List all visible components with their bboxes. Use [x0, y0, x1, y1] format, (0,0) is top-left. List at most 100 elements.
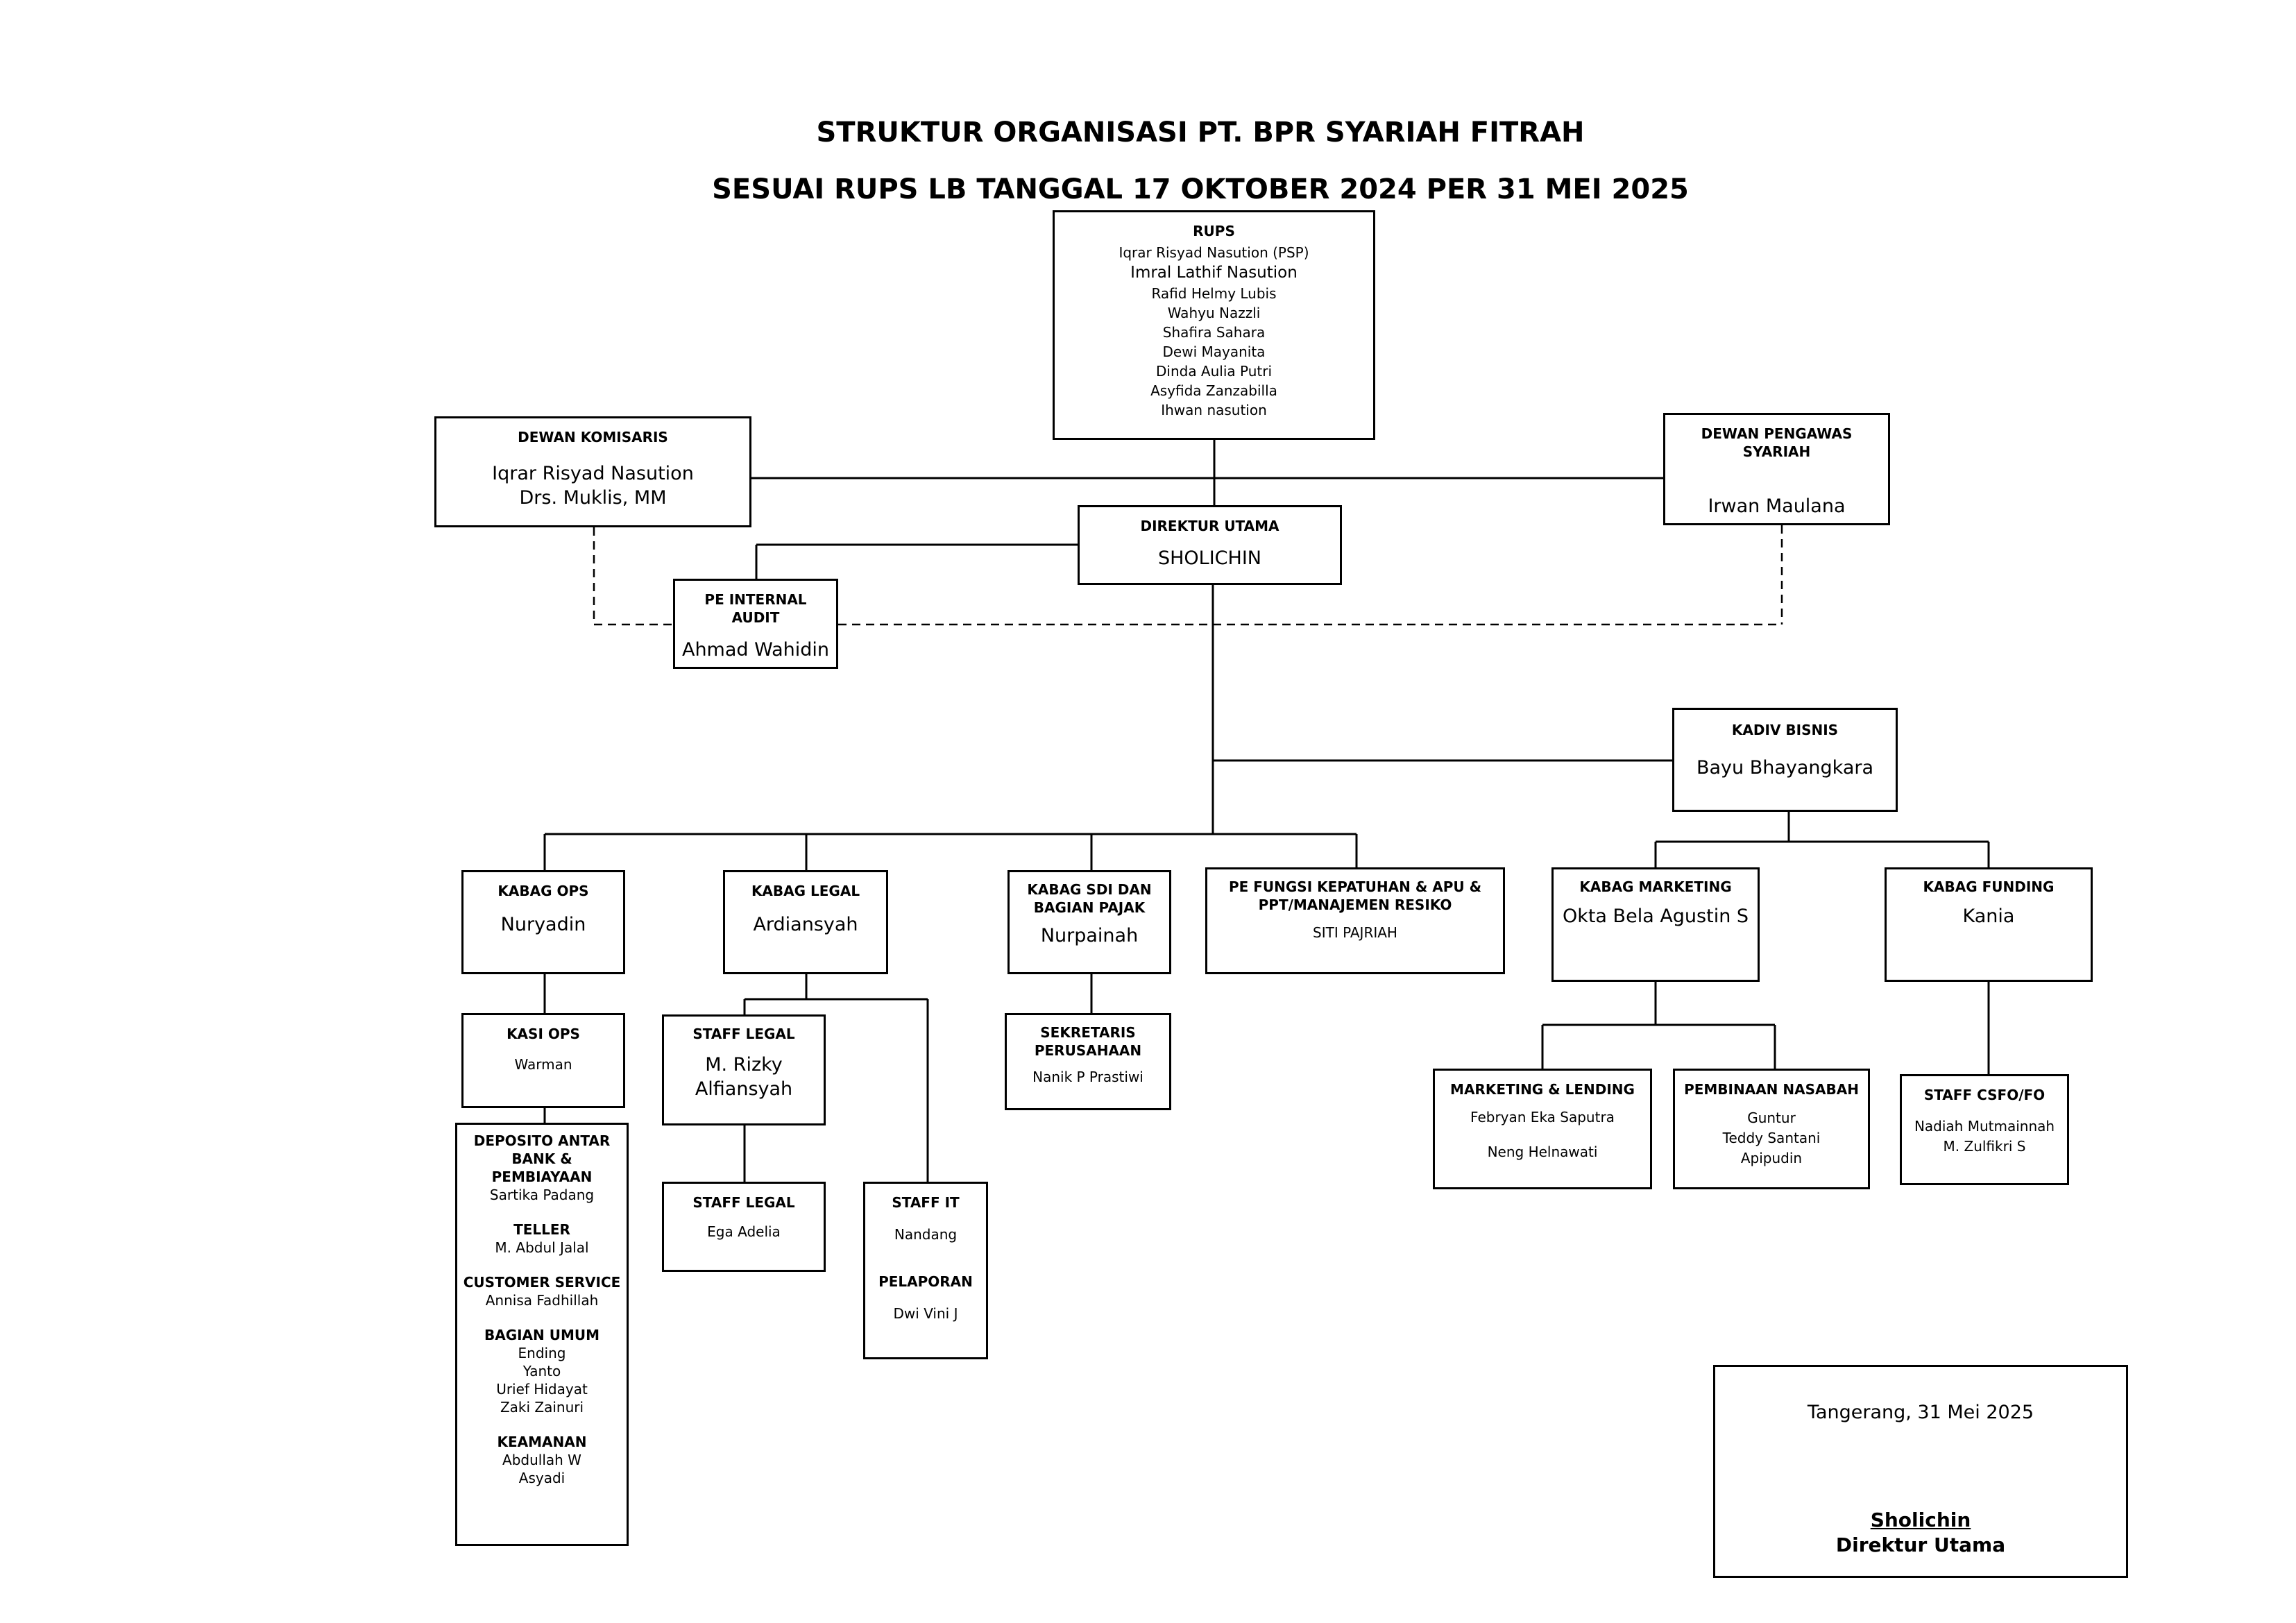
- dewan-pengawas-label: DEWAN PENGAWAS SYARIAH: [1701, 425, 1853, 460]
- internal-audit-box: PE INTERNAL AUDIT Ahmad Wahidin: [673, 579, 838, 669]
- komisaris-name: Drs. Muklis, MM: [519, 487, 667, 509]
- rups-member: Imral Lathif Nasution: [1130, 264, 1298, 282]
- keamanan-name: Abdullah W: [502, 1452, 581, 1468]
- staff-legal-2-label: STAFF LEGAL: [692, 1194, 795, 1211]
- pe-fungsi-label: PPT/MANAJEMEN RESIKO: [1258, 897, 1452, 913]
- keamanan-name: Asyadi: [518, 1470, 566, 1486]
- sekretaris-label: PERUSAHAAN: [1034, 1042, 1142, 1059]
- kabag-marketing-label: KABAG MARKETING: [1579, 878, 1732, 895]
- direktur-utama-name: SHOLICHIN: [1157, 547, 1261, 569]
- pengawas-name: Irwan Maulana: [1708, 495, 1846, 517]
- kabag-funding-name: Kania: [1962, 906, 2015, 927]
- bagian-umum-name: Zaki Zainuri: [500, 1399, 584, 1416]
- kabag-funding-box: KABAG FUNDING Kania: [1885, 867, 2093, 982]
- staff-it-box: STAFF IT Nandang PELAPORAN Dwi Vini J: [863, 1182, 988, 1359]
- kabag-legal-box: KABAG LEGAL Ardiansyah: [723, 870, 888, 974]
- sekretaris-name: Nanik P Prastiwi: [1032, 1069, 1143, 1085]
- kabag-marketing-box: KABAG MARKETING Okta Bela Agustin S: [1551, 867, 1760, 982]
- pe-fungsi-name: SITI PAJRIAH: [1313, 924, 1397, 941]
- kasi-ops-label: KASI OPS: [507, 1026, 580, 1042]
- kasi-ops-box: KASI OPS Warman: [461, 1013, 625, 1108]
- pelaporan-label: PELAPORAN: [878, 1273, 973, 1290]
- kabag-sdi-label: BAGIAN PAJAK: [1033, 899, 1146, 916]
- sekretaris-box: SEKRETARIS PERUSAHAAN Nanik P Prastiwi: [1005, 1013, 1171, 1110]
- pelaporan-name: Dwi Vini J: [893, 1305, 958, 1322]
- staff-csfo-name: M. Zulfikri S: [1943, 1138, 2026, 1155]
- pe-fungsi-box: PE FUNGSI KEPATUHAN & APU & PPT/MANAJEME…: [1205, 867, 1505, 974]
- kabag-sdi-label: KABAG SDI DAN: [1027, 881, 1152, 898]
- kabag-sdi-name: Nurpainah: [1040, 925, 1139, 946]
- bagian-umum-name: Urief Hidayat: [496, 1381, 588, 1397]
- kabag-ops-label: KABAG OPS: [498, 883, 589, 899]
- teller-name: M. Abdul Jalal: [495, 1239, 589, 1256]
- pembinaan-nasabah-name: Guntur: [1747, 1110, 1796, 1126]
- keamanan-label: KEAMANAN: [497, 1434, 587, 1450]
- direktur-utama-label: DIREKTUR UTAMA: [1140, 518, 1279, 534]
- signature-title: Direktur Utama: [1835, 1533, 2006, 1557]
- marketing-lending-name: Febryan Eka Saputra: [1470, 1109, 1615, 1125]
- page-title: STRUKTUR ORGANISASI PT. BPR SYARIAH FITR…: [816, 117, 1585, 148]
- internal-audit-label: PE INTERNAL AUDIT: [704, 591, 807, 626]
- kabag-marketing-name: Okta Bela Agustin S: [1562, 906, 1749, 927]
- staff-legal-label: STAFF LEGAL: [692, 1026, 795, 1042]
- rups-box: RUPS Iqrar Risyad Nasution (PSP) Imral L…: [1053, 210, 1375, 440]
- kabag-ops-name: Nuryadin: [500, 914, 586, 935]
- deposito-label: BANK &: [511, 1150, 572, 1167]
- kabag-funding-label: KABAG FUNDING: [1923, 878, 2055, 895]
- rups-label: RUPS: [1193, 223, 1235, 239]
- kadiv-bisnis-name: Bayu Bhayangkara: [1696, 757, 1874, 779]
- staff-legal-name: M. Rizky: [705, 1054, 783, 1076]
- rups-member: Shafira Sahara: [1162, 324, 1266, 341]
- signature-name: Sholichin: [1870, 1509, 1971, 1532]
- staff-csfo-label: STAFF CSFO/FO: [1923, 1087, 2046, 1103]
- kabag-legal-name: Ardiansyah: [753, 914, 858, 935]
- kadiv-bisnis-label: KADIV BISNIS: [1731, 722, 1839, 738]
- bagian-umum-name: Ending: [518, 1345, 566, 1361]
- rups-member: Asyfida Zanzabilla: [1150, 382, 1277, 400]
- rups-member: Wahyu Nazzli: [1167, 305, 1261, 322]
- direktur-utama-box: DIREKTUR UTAMA SHOLICHIN: [1078, 505, 1342, 585]
- pembinaan-nasabah-box: PEMBINAAN NASABAH Guntur Teddy Santani A…: [1673, 1069, 1870, 1189]
- ops-staff-box: DEPOSITO ANTAR BANK & PEMBIAYAAN Sartika…: [455, 1123, 629, 1546]
- internal-audit-name: Ahmad Wahidin: [681, 639, 830, 661]
- komisaris-name: Iqrar Risyad Nasution: [492, 463, 694, 484]
- marketing-lending-label: MARKETING & LENDING: [1450, 1081, 1635, 1098]
- rups-member: Dinda Aulia Putri: [1155, 363, 1273, 380]
- staff-legal-2-name: Ega Adelia: [707, 1223, 781, 1240]
- marketing-lending-box: MARKETING & LENDING Febryan Eka Saputra …: [1433, 1069, 1652, 1189]
- bagian-umum-name: Yanto: [522, 1363, 561, 1379]
- cs-label: CUSTOMER SERVICE: [463, 1274, 621, 1291]
- staff-it-label: STAFF IT: [892, 1194, 960, 1211]
- deposito-label: DEPOSITO ANTAR: [473, 1132, 611, 1149]
- staff-legal-name: Alfiansyah: [695, 1078, 793, 1101]
- pe-fungsi-label: PE FUNGSI KEPATUHAN & APU &: [1228, 878, 1482, 895]
- staff-it-name: Nandang: [894, 1226, 958, 1243]
- page-subtitle: SESUAI RUPS LB TANGGAL 17 OKTOBER 2024 P…: [712, 173, 1689, 205]
- dewan-komisaris-box: DEWAN KOMISARIS Iqrar Risyad Nasution Dr…: [434, 416, 751, 527]
- rups-member: Iqrar Risyad Nasution (PSP): [1119, 244, 1309, 261]
- rups-member: Ihwan nasution: [1161, 402, 1267, 419]
- kabag-ops-box: KABAG OPS Nuryadin: [461, 870, 625, 974]
- staff-csfo-box: STAFF CSFO/FO Nadiah Mutmainnah M. Zulfi…: [1900, 1074, 2069, 1185]
- kabag-sdi-box: KABAG SDI DAN BAGIAN PAJAK Nurpainah: [1007, 870, 1171, 974]
- staff-csfo-name: Nadiah Mutmainnah: [1914, 1118, 2055, 1135]
- cs-name: Annisa Fadhillah: [485, 1292, 599, 1309]
- pembinaan-nasabah-name: Teddy Santani: [1722, 1130, 1821, 1146]
- deposito-name: Sartika Padang: [489, 1187, 595, 1203]
- staff-legal-box: STAFF LEGAL M. Rizky Alfiansyah: [662, 1014, 826, 1125]
- bagian-umum-label: BAGIAN UMUM: [484, 1327, 600, 1343]
- pembinaan-nasabah-label: PEMBINAAN NASABAH: [1684, 1081, 1859, 1098]
- signature-box: Tangerang, 31 Mei 2025 Sholichin Direktu…: [1713, 1365, 2128, 1578]
- marketing-lending-name: Neng Helnawati: [1487, 1144, 1598, 1160]
- rups-member: Rafid Helmy Lubis: [1151, 285, 1277, 303]
- dewan-komisaris-label: DEWAN KOMISARIS: [518, 429, 668, 445]
- staff-legal-2-box: STAFF LEGAL Ega Adelia: [662, 1182, 826, 1272]
- dewan-pengawas-box: DEWAN PENGAWAS SYARIAH Irwan Maulana: [1663, 413, 1890, 525]
- rups-member: Dewi Mayanita: [1162, 343, 1266, 361]
- signature-place-date: Tangerang, 31 Mei 2025: [1807, 1402, 2034, 1423]
- kabag-legal-label: KABAG LEGAL: [751, 883, 860, 899]
- pembinaan-nasabah-name: Apipudin: [1740, 1150, 1803, 1166]
- kadiv-bisnis-box: KADIV BISNIS Bayu Bhayangkara: [1672, 708, 1898, 812]
- sekretaris-label: SEKRETARIS: [1040, 1024, 1136, 1041]
